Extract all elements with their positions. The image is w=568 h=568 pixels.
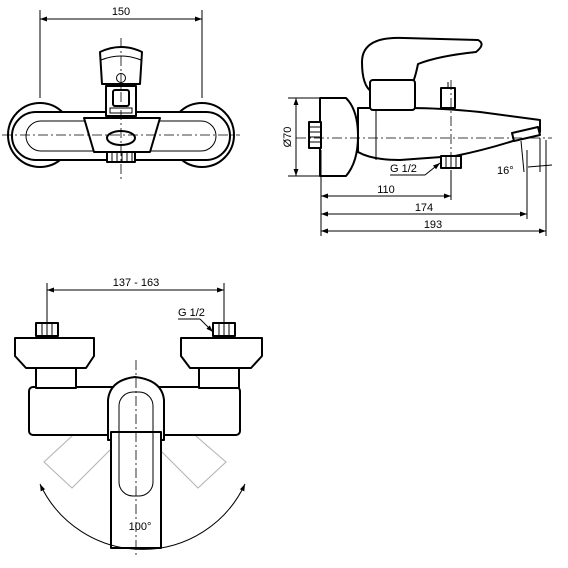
diameter-label: Ø70 <box>282 127 294 148</box>
spout-center-label: 110 <box>377 184 395 196</box>
spout-tip-label: 174 <box>415 202 433 214</box>
side-view: Ø70 G 1/2 16° 110 174 193 <box>282 36 553 236</box>
overall-label: 193 <box>424 219 442 231</box>
left-connection-nut <box>14 337 95 369</box>
front-view: 150 <box>2 6 240 180</box>
top-connection-label: G 1/2 <box>178 307 205 319</box>
rotation-arc <box>39 483 246 550</box>
centers-label: 137 - 163 <box>113 277 159 289</box>
top-view: 137 - 163 G 1/2 100° <box>14 277 263 556</box>
wall-flange <box>319 97 359 177</box>
right-connection-nut <box>180 337 263 369</box>
front-width-label: 150 <box>112 6 130 18</box>
diverter-knob <box>440 87 456 109</box>
top-lever-housing <box>107 376 165 441</box>
angle-label: 16° <box>497 165 514 177</box>
left-connection-stem <box>35 367 77 389</box>
side-cartridge <box>369 79 416 111</box>
rotation-label: 100° <box>129 521 152 533</box>
side-connection-label: G 1/2 <box>390 163 417 175</box>
wall-thread <box>308 121 322 149</box>
right-connection-stem <box>198 367 240 389</box>
